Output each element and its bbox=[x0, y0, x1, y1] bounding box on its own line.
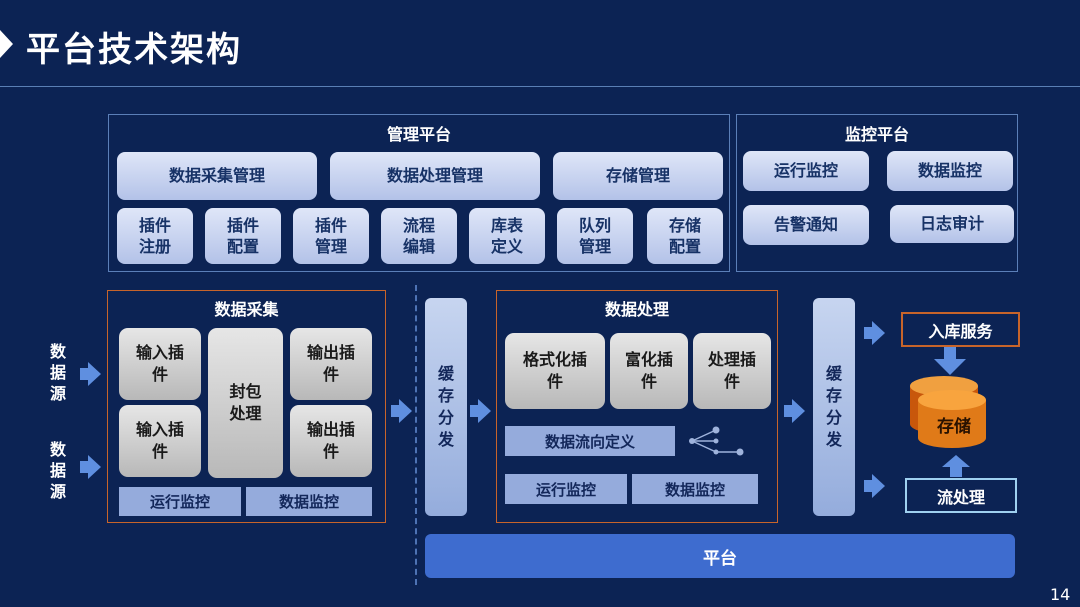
monitor-run-button[interactable]: 运行监控 bbox=[743, 151, 869, 191]
cylinder-storage-icon bbox=[910, 376, 986, 448]
process-panel bbox=[496, 290, 778, 523]
format-plugin[interactable]: 格式化插 件 bbox=[505, 333, 605, 409]
monitor-data-button[interactable]: 数据监控 bbox=[887, 151, 1013, 191]
arrow-stem bbox=[391, 405, 400, 417]
ingest-service-box[interactable]: 入库服务 bbox=[901, 312, 1020, 347]
output-plugin-1[interactable]: 输出插 件 bbox=[290, 328, 372, 400]
data-source-label-2: 数 据 源 bbox=[49, 440, 66, 501]
platform-bar[interactable]: 平台 bbox=[425, 534, 1015, 578]
management-panel bbox=[108, 114, 730, 272]
table-define-button[interactable]: 库表 定义 bbox=[469, 208, 545, 264]
arrow-right-icon bbox=[872, 321, 885, 345]
title-arrow-icon bbox=[0, 30, 13, 58]
management-title: 管理平台 bbox=[386, 125, 451, 144]
storage-config-button[interactable]: 存储 配置 bbox=[647, 208, 723, 264]
arrow-right-icon bbox=[478, 399, 491, 423]
input-plugin-2[interactable]: 输入插 件 bbox=[119, 405, 201, 477]
process-data-monitor[interactable]: 数据监控 bbox=[632, 474, 758, 504]
title-divider bbox=[0, 86, 1080, 87]
page-number: 14 bbox=[1050, 585, 1071, 604]
monitor-panel bbox=[736, 114, 1018, 272]
dashed-divider bbox=[415, 285, 417, 585]
flow-edit-button[interactable]: 流程 编辑 bbox=[381, 208, 457, 264]
arrow-right-icon bbox=[399, 399, 412, 423]
cache-dispatch-2[interactable]: 缓 存 分 发 bbox=[813, 298, 855, 516]
mgmt-storage-button[interactable]: 存储管理 bbox=[553, 152, 723, 200]
pack-process-block[interactable]: 封包 处理 bbox=[208, 328, 283, 478]
stream-process-box[interactable]: 流处理 bbox=[905, 478, 1017, 513]
plugin-config-button[interactable]: 插件 配置 bbox=[205, 208, 281, 264]
collect-run-monitor[interactable]: 运行监控 bbox=[119, 487, 241, 516]
arrow-stem bbox=[80, 368, 89, 380]
arrow-stem bbox=[80, 461, 89, 473]
page-title: 平台技术架构 bbox=[26, 30, 242, 70]
arrow-up-icon bbox=[942, 455, 970, 477]
flow-direction-define[interactable]: 数据流向定义 bbox=[505, 426, 675, 456]
data-source-label-1: 数 据 源 bbox=[49, 342, 66, 403]
arrow-down-icon bbox=[934, 347, 966, 375]
flow-graph-icon bbox=[689, 426, 744, 456]
cache-dispatch-1[interactable]: 缓 存 分 发 bbox=[425, 298, 467, 516]
plugin-manage-button[interactable]: 插件 管理 bbox=[293, 208, 369, 264]
collect-title: 数据采集 bbox=[214, 300, 279, 319]
handle-plugin[interactable]: 处理插 件 bbox=[693, 333, 771, 409]
arrow-right-icon bbox=[88, 362, 101, 386]
arrow-stem bbox=[784, 405, 793, 417]
process-run-monitor[interactable]: 运行监控 bbox=[505, 474, 627, 504]
arrow-right-icon bbox=[872, 474, 885, 498]
alert-notify-button[interactable]: 告警通知 bbox=[743, 205, 869, 245]
monitor-title: 监控平台 bbox=[844, 125, 909, 144]
arrow-stem bbox=[864, 480, 873, 492]
output-plugin-2[interactable]: 输出插 件 bbox=[290, 405, 372, 477]
arrow-stem bbox=[470, 405, 479, 417]
enrich-plugin[interactable]: 富化插 件 bbox=[610, 333, 688, 409]
queue-manage-button[interactable]: 队列 管理 bbox=[557, 208, 633, 264]
arrow-right-icon bbox=[88, 455, 101, 479]
arrow-right-icon bbox=[792, 399, 805, 423]
collect-panel bbox=[107, 290, 386, 523]
storage-label: 存储 bbox=[937, 417, 971, 437]
collect-data-monitor[interactable]: 数据监控 bbox=[246, 487, 372, 516]
mgmt-process-button[interactable]: 数据处理管理 bbox=[330, 152, 540, 200]
process-title: 数据处理 bbox=[604, 300, 669, 319]
input-plugin-1[interactable]: 输入插 件 bbox=[119, 328, 201, 400]
mgmt-collect-button[interactable]: 数据采集管理 bbox=[117, 152, 317, 200]
log-audit-button[interactable]: 日志审计 bbox=[890, 205, 1014, 243]
plugin-register-button[interactable]: 插件 注册 bbox=[117, 208, 193, 264]
arrow-stem bbox=[864, 327, 873, 339]
